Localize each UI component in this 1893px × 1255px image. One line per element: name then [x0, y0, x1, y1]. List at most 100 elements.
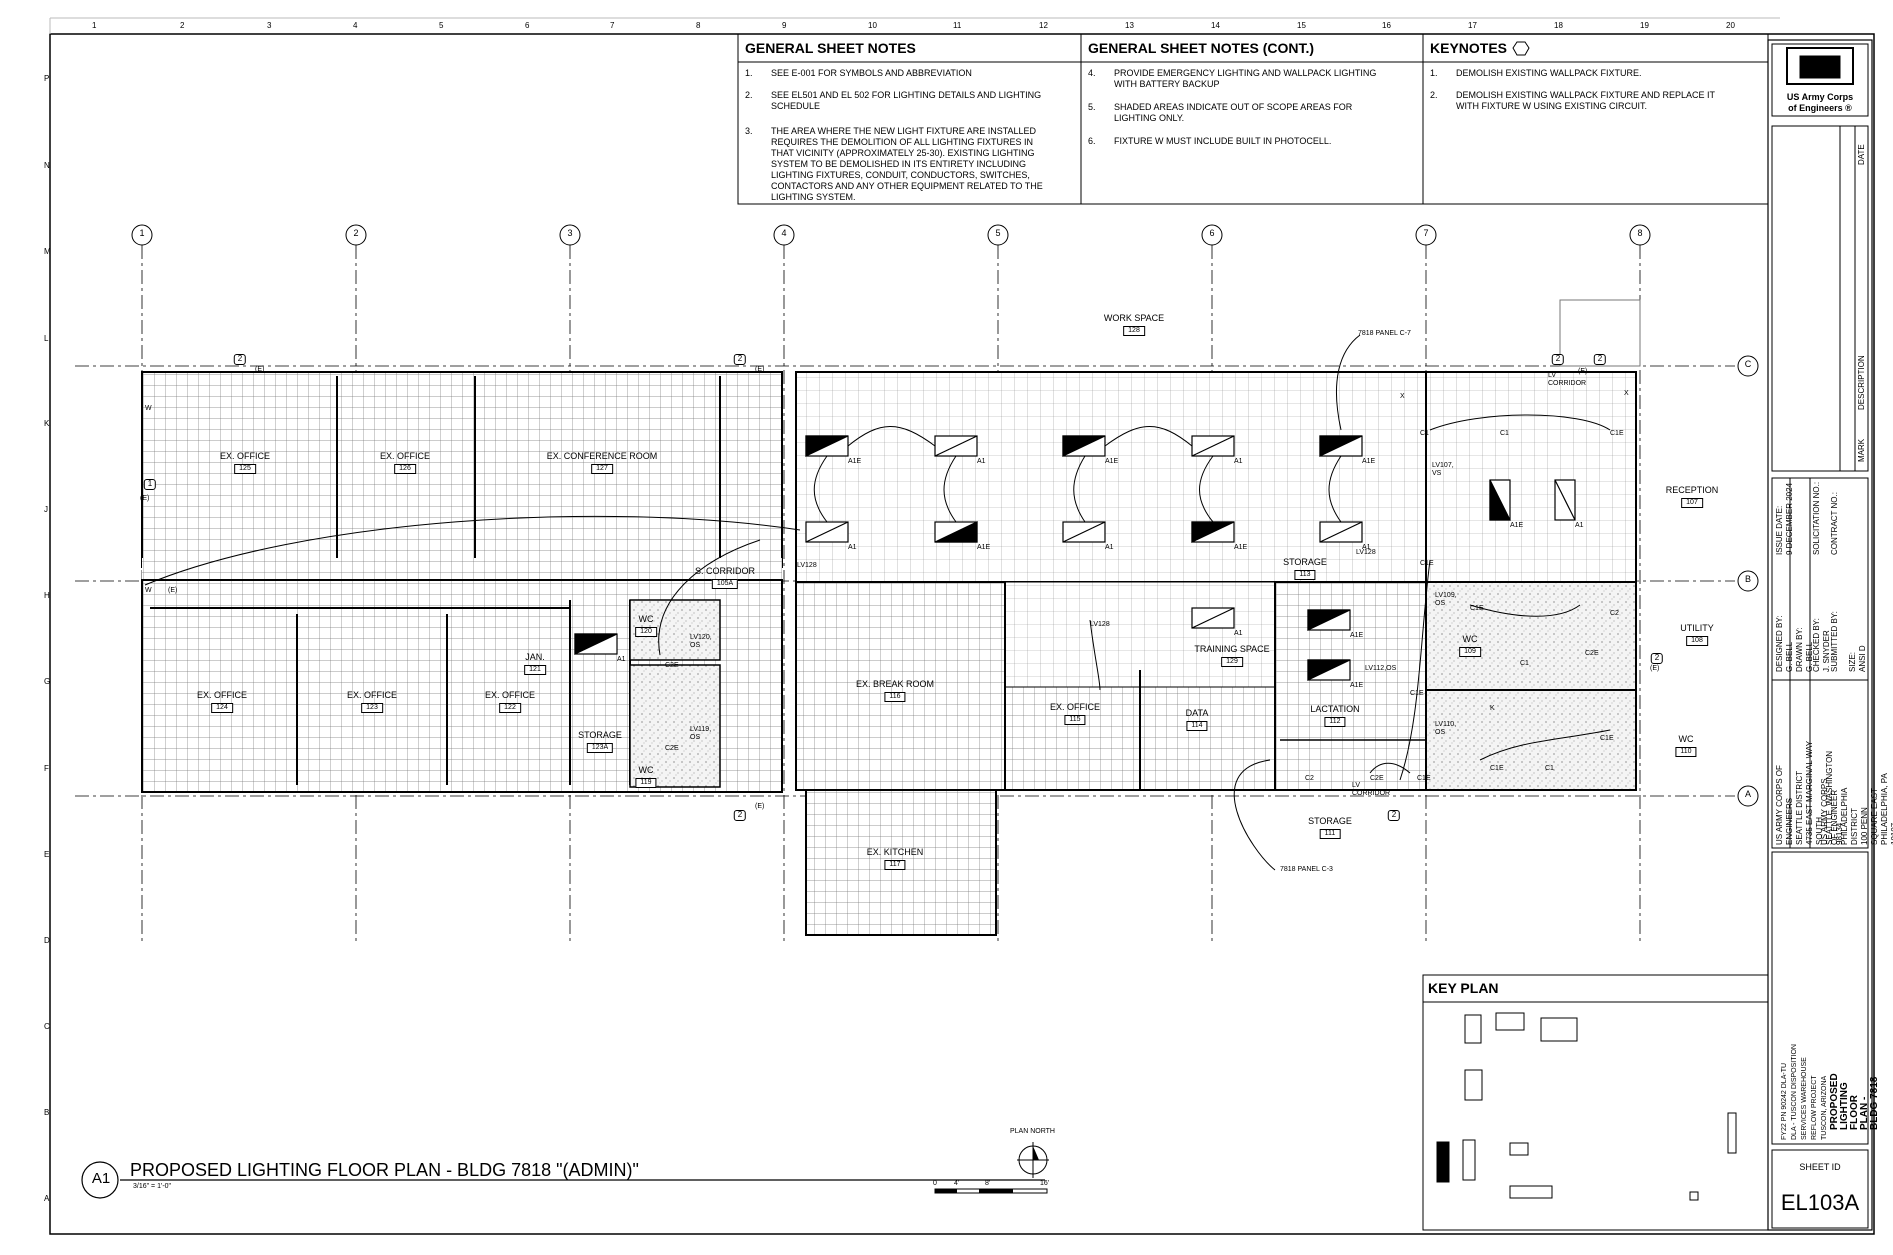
border-column-number: 10: [868, 21, 877, 30]
note-text: THE AREA WHERE THE NEW LIGHT FIXTURE ARE…: [771, 126, 1043, 202]
grid-column-label: 3: [567, 228, 573, 238]
room-number-tag: 110: [1675, 747, 1697, 757]
fixture-tag: C1E: [1417, 775, 1431, 782]
room-name-label: EX. OFFICE: [346, 690, 398, 700]
room-name-label: EX. OFFICE: [196, 690, 248, 700]
fixture-tag: (E): [140, 495, 150, 502]
border-column-number: 4: [353, 21, 358, 30]
room-number-tag: 114: [1186, 721, 1208, 731]
circuit-label: LV CORRIDOR: [1352, 782, 1391, 797]
keynote-bubble-icon: 2: [1387, 810, 1401, 821]
fixture-tag: A1: [1362, 544, 1371, 551]
border-row-letter: N: [44, 161, 50, 170]
note-number: 2.: [745, 90, 753, 100]
grid-column-label: 1: [139, 228, 145, 238]
fixture-tag: C1E: [1410, 690, 1424, 697]
room-name-label: WC: [1678, 734, 1694, 744]
grid-column-label: 8: [1637, 228, 1643, 238]
border-row-letter: C: [44, 1022, 50, 1031]
fixture-tag: C2E: [1370, 775, 1384, 782]
border-column-number: 19: [1640, 21, 1649, 30]
note-number: 3.: [745, 126, 753, 136]
border-column-number: 13: [1125, 21, 1134, 30]
grid-row-label: C: [1744, 359, 1752, 369]
note-text: SEE EL501 AND EL 502 FOR LIGHTING DETAIL…: [771, 90, 1042, 111]
note-text: FIXTURE W MUST INCLUDE BUILT IN PHOTOCEL…: [1114, 136, 1332, 146]
sheet-size: SIZE: ANSI D: [1848, 645, 1867, 672]
grid-column-label: 4: [781, 228, 787, 238]
fixture-tag: (E): [1650, 665, 1660, 672]
border-column-number: 16: [1382, 21, 1391, 30]
border-row-letter: E: [44, 850, 50, 859]
fixture-tag: (E): [1578, 368, 1588, 375]
general-notes-cont-list: 4.PROVIDE EMERGENCY LIGHTING AND WALLPAC…: [1088, 68, 1418, 203]
border-column-number: 17: [1468, 21, 1477, 30]
room-number-tag: 108: [1686, 636, 1708, 646]
fixture-tag: A1: [848, 544, 857, 551]
usace-logo-icon: [1786, 47, 1854, 85]
note-text: SHADED AREAS INDICATE OUT OF SCOPE AREAS…: [1114, 102, 1353, 123]
border-column-number: 15: [1297, 21, 1306, 30]
fixture-tag: X: [1400, 393, 1405, 400]
room-name-label: TRAINING SPACE: [1194, 644, 1270, 654]
fixture-tag: C2E: [665, 662, 679, 669]
note-text: SEE E-001 FOR SYMBOLS AND ABBREVIATION: [771, 68, 972, 78]
room-number-tag: 109: [1459, 647, 1481, 657]
room-name-label: EX. BREAK ROOM: [855, 679, 935, 689]
fixture-tag: (E): [255, 366, 265, 373]
logo-line1: US Army Corps: [1786, 92, 1854, 102]
scale-bar-0: 0: [933, 1180, 937, 1187]
keynote-number: 1.: [1430, 68, 1438, 78]
fixture-tag: A1E: [1350, 682, 1364, 689]
keynote-bubble-icon: 2: [1551, 354, 1565, 365]
room-number-tag: 129: [1221, 657, 1243, 667]
general-notes-list: 1.SEE E-001 FOR SYMBOLS AND ABBREVIATION…: [745, 68, 1075, 203]
grid-column-label: 2: [353, 228, 359, 238]
border-column-number: 8: [696, 21, 701, 30]
circuit-label: LV109, OS: [1435, 592, 1457, 607]
room-number-tag: 112: [1324, 717, 1346, 727]
fixture-tag: (E): [168, 587, 178, 594]
keynote-number: 2.: [1430, 90, 1438, 100]
border-column-number: 1: [92, 21, 97, 30]
fixture-tag: C1: [1520, 660, 1529, 667]
room-number-tag: 111: [1319, 829, 1341, 839]
circuit-label: LV107, VS: [1432, 462, 1454, 477]
grid-bubbles: [131, 224, 1759, 807]
border-row-letter: M: [44, 247, 51, 256]
keynotes-list: 1.DEMOLISH EXISTING WALLPACK FIXTURE. 2.…: [1430, 68, 1760, 148]
fixture-tag: W: [145, 587, 152, 594]
circuit-label: LV128: [1090, 621, 1110, 628]
room-number-tag: 123A: [586, 743, 614, 753]
border-column-number: 14: [1211, 21, 1220, 30]
solicitation-no: SOLICITATION NO.:: [1812, 481, 1821, 555]
room-name-label: WORK SPACE: [1103, 313, 1165, 323]
fixture-tag: A1E: [1234, 544, 1248, 551]
room-name-label: UTILITY: [1680, 623, 1714, 633]
fixture-tag: W: [145, 405, 152, 412]
circuit-label: 7818 PANEL C-7: [1358, 330, 1411, 337]
issue-date: ISSUE DATE: 9 DECEMBER 2024: [1775, 482, 1794, 555]
room-name-label: JAN.: [525, 652, 545, 662]
fixture-tag: A1: [1234, 630, 1243, 637]
circuit-label: LV119, OS: [690, 726, 712, 741]
keynote-bubble-icon: 2: [1593, 354, 1607, 365]
fixture-tag: C1E: [1420, 560, 1434, 567]
fixture-tag: X: [1624, 390, 1629, 397]
fixture-tag: A1E: [1105, 458, 1119, 465]
room-name-label: LACTATION: [1310, 704, 1360, 714]
room-number-tag: 122: [499, 703, 521, 713]
fixture-tag: C2: [1610, 610, 1619, 617]
room-number-tag: 105A: [711, 579, 739, 589]
room-name-label: STORAGE: [1308, 816, 1352, 826]
border-row-letter: J: [44, 505, 48, 514]
circuit-label: LV CORRIDOR: [1548, 372, 1587, 387]
rev-date-header: DATE: [1857, 144, 1866, 165]
fixture-tag: K: [1490, 705, 1495, 712]
drawing-tag: A1: [91, 1170, 111, 1187]
border-row-letter: D: [44, 936, 50, 945]
fixture-tag: A1E: [1362, 458, 1376, 465]
border-row-letter: P: [44, 74, 50, 83]
note-number: 5.: [1088, 102, 1096, 112]
room-number-tag: 119: [635, 778, 657, 788]
